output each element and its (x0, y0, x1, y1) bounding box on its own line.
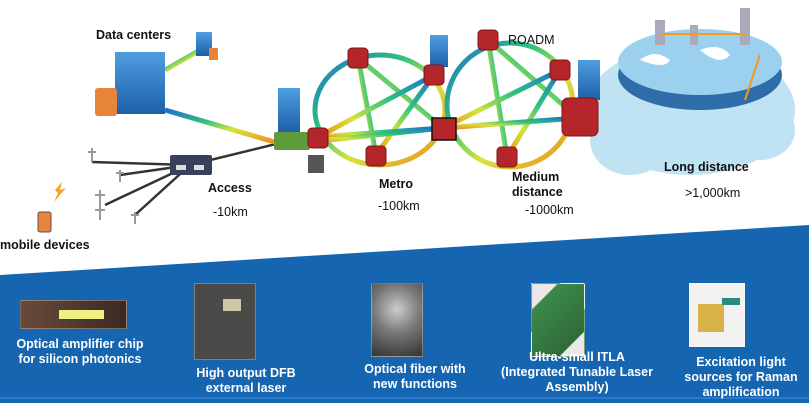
raman-source-photo (689, 283, 745, 347)
building-icon (115, 32, 600, 133)
caption-line: Optical amplifier chip (16, 337, 144, 351)
caption-line: Assembly) (545, 380, 609, 394)
medium-distance-label: Medium distance (512, 170, 563, 199)
wireless-signal-icon (54, 182, 66, 202)
caption-line: Excitation light (696, 355, 786, 369)
mobile-phone-icon (37, 211, 52, 233)
access-distance: -10km (213, 205, 248, 219)
optical-fiber-photo (371, 283, 423, 357)
caption-line: High output DFB (196, 366, 296, 380)
long-distance-label: Long distance (664, 160, 749, 174)
product-caption-dfb-laser: High output DFB external laser (196, 366, 295, 396)
edge-switch-icon (274, 132, 310, 150)
access-label: Access (208, 181, 252, 195)
metro-distance: -100km (378, 199, 420, 213)
mobile-devices-label: mobile devices (0, 238, 90, 252)
metro-label: Metro (379, 177, 414, 191)
caption-line: for silicon photonics (18, 352, 142, 366)
caption-line: amplification (702, 385, 780, 399)
caption-line: (Integrated Tunable Laser (501, 365, 653, 379)
router-icon (307, 29, 599, 168)
product-caption-raman: Excitation light sources for Raman ampli… (684, 355, 797, 400)
product-caption-amplifier-chip: Optical amplifier chip for silicon photo… (16, 337, 143, 367)
medium-distance-value: -1000km (525, 203, 574, 217)
product-caption-itla: Ultra-small ITLA (Integrated Tunable Las… (501, 350, 653, 395)
itla-photo (531, 283, 585, 357)
caption-line: new functions (372, 377, 458, 391)
long-distance-value: >1,000km (685, 186, 741, 200)
server-storage-icon (95, 48, 218, 116)
caption-line: external laser (205, 381, 287, 395)
caption-line: Ultra-small ITLA (529, 350, 625, 364)
caption-line: sources for Raman (684, 370, 798, 384)
roadm-label: ROADM (508, 33, 555, 47)
data-centers-label: Data centers (96, 28, 172, 42)
amplifier-chip-photo (20, 300, 127, 329)
dfb-laser-photo (194, 283, 256, 360)
product-caption-optical-fiber: Optical fiber with new functions (364, 362, 465, 392)
cell-tower-icon (88, 148, 139, 224)
long-distance-cloud (585, 8, 795, 175)
caption-line: Optical fiber with (364, 362, 466, 376)
